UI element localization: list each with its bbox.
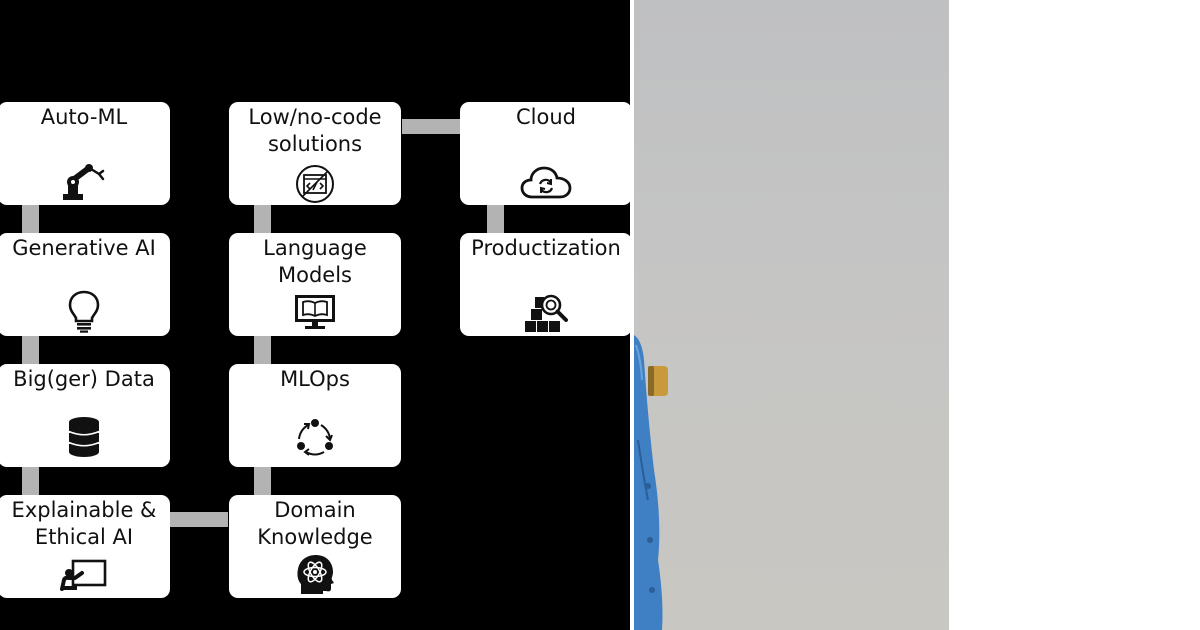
connector-bigdata-explainable [22, 467, 39, 495]
connector-mlops-language [254, 336, 271, 364]
boxes-magnifier-icon [523, 291, 569, 333]
node-label: Auto-ML [40, 105, 128, 129]
node-label: Explainable & Ethical AI [11, 498, 157, 549]
presenter-board-icon [60, 559, 108, 591]
white-panel [949, 0, 1200, 630]
node-productization: Productization [460, 233, 630, 336]
photo-panel [634, 0, 949, 630]
node-bigger-data: Big(ger) Data [0, 364, 170, 467]
monitor-book-icon [293, 293, 337, 331]
node-explainable-ethical-ai: Explainable & Ethical AI [0, 495, 170, 598]
lightbulb-icon [67, 289, 101, 333]
node-label: MLOps [280, 367, 350, 391]
blue-object-photo [634, 335, 668, 630]
connector-cloud-productization [487, 205, 504, 233]
connector-automl-generative [22, 205, 39, 233]
node-low-no-code: Low/no-code solutions [229, 102, 401, 205]
database-icon [67, 416, 101, 458]
connector-language-lowcode [254, 205, 271, 233]
node-mlops: MLOps [229, 364, 401, 467]
node-auto-ml: Auto-ML [0, 102, 170, 205]
cycle-icon [295, 418, 335, 458]
connector-explainable-domain [170, 512, 228, 527]
head-atom-icon [295, 553, 335, 595]
node-cloud: Cloud [460, 102, 630, 205]
connector-domain-mlops [254, 467, 271, 495]
node-label: Domain Knowledge [257, 498, 373, 549]
connector-generative-bigdata [22, 336, 39, 364]
panel-divider [630, 0, 634, 630]
cloud-sync-icon [520, 166, 572, 200]
robot-arm-icon [59, 162, 109, 202]
node-language-models: Language Models [229, 233, 401, 336]
node-label: Cloud [516, 105, 576, 129]
node-domain-knowledge: Domain Knowledge [229, 495, 401, 598]
code-window-icon [295, 164, 335, 204]
connector-lowcode-cloud [402, 119, 460, 134]
node-label: Big(ger) Data [13, 367, 155, 391]
node-label: Low/no-code solutions [248, 105, 382, 156]
node-label: Language Models [263, 236, 367, 287]
diagram-panel: Auto-ML Generative AI Big(ger) [0, 0, 630, 630]
node-label: Productization [471, 236, 621, 260]
node-label: Generative AI [12, 236, 156, 260]
node-generative-ai: Generative AI [0, 233, 170, 336]
